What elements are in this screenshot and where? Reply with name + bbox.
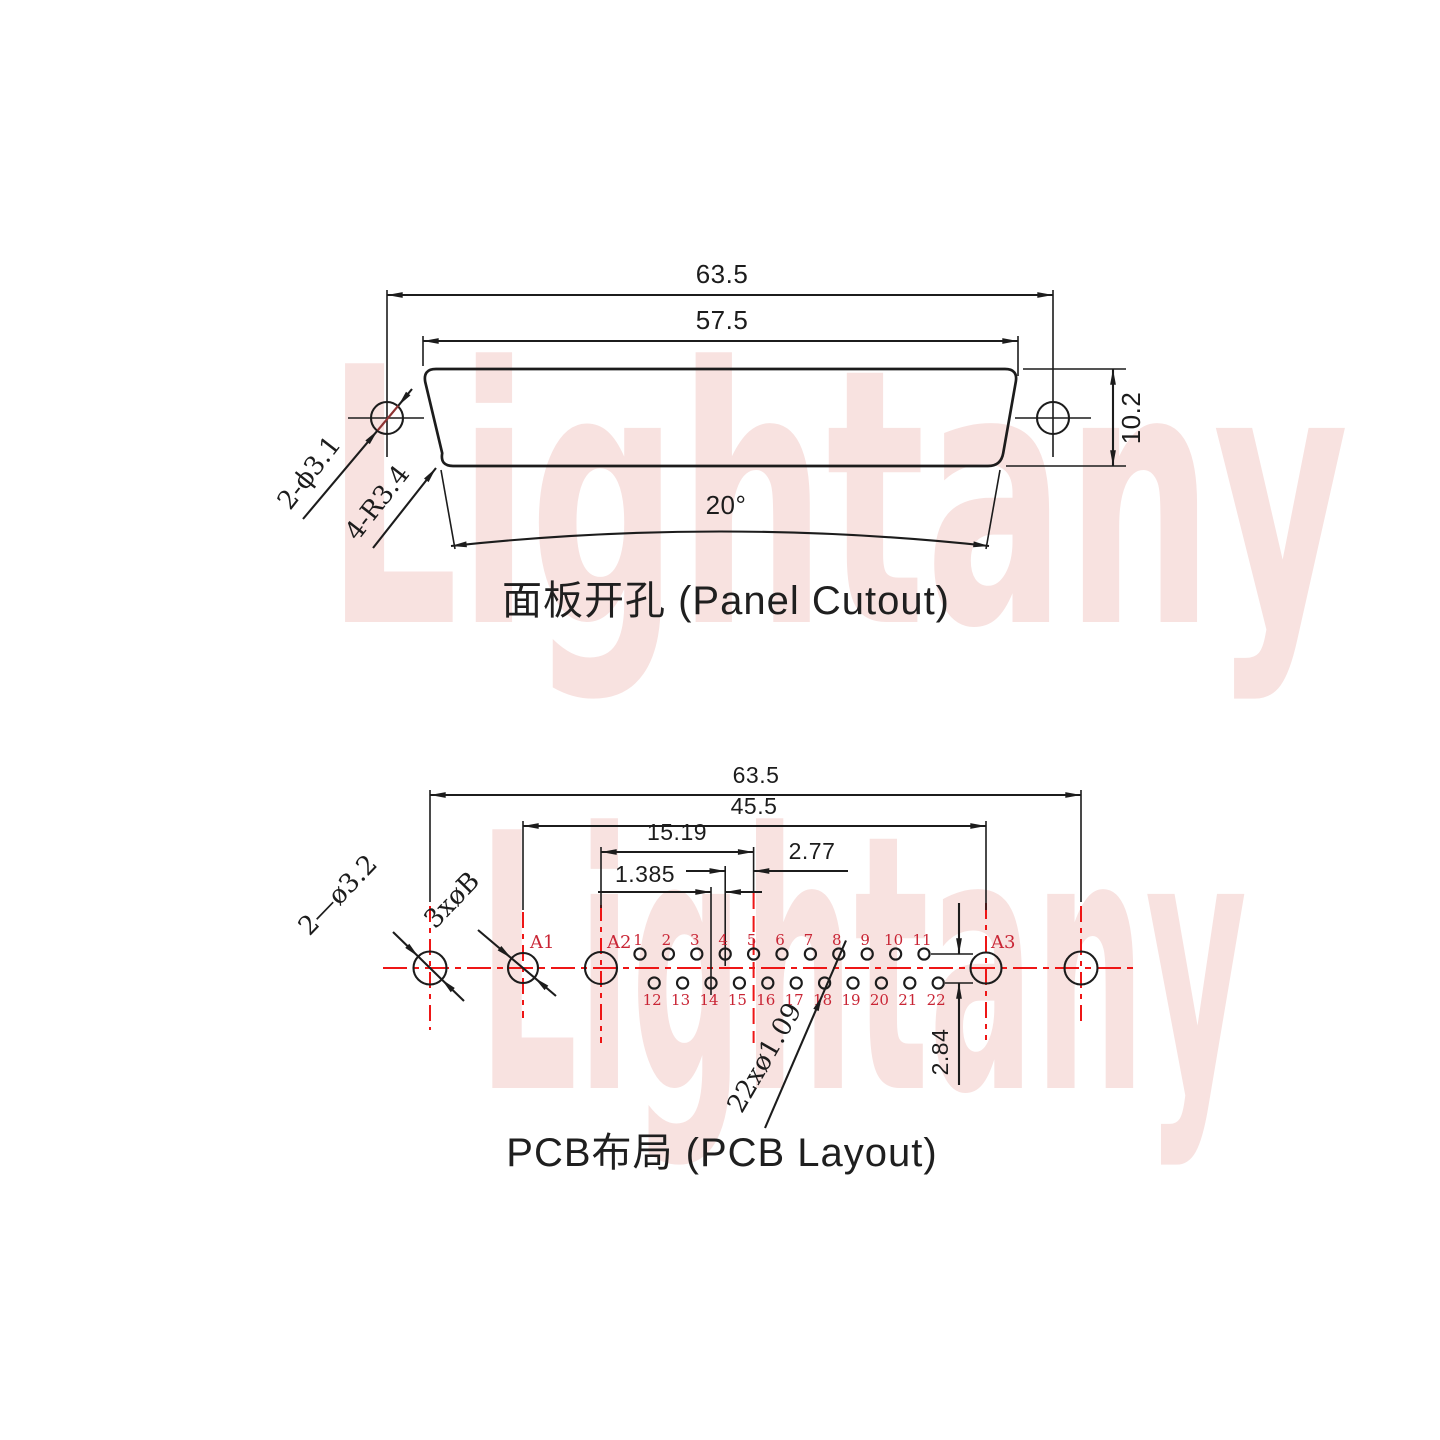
pcb-pin-number-11: 11 xyxy=(912,931,931,949)
pcb-pin-number-14: 14 xyxy=(699,991,718,1009)
pcb-pin-number-10: 10 xyxy=(884,931,903,949)
pcb-pin-hole-20 xyxy=(874,976,889,990)
pcb-pin-hole-3 xyxy=(690,947,704,961)
panel-dim-height: 10.2 xyxy=(1006,368,1146,467)
pcb-dim-overall-width-text: 63.5 xyxy=(733,762,780,788)
pcb-pin-hole-4 xyxy=(718,947,732,961)
pcb-pin-hole-16 xyxy=(761,976,775,990)
pcb-coax-hole-a3 xyxy=(969,951,1003,985)
panel-angle-text: 20° xyxy=(706,490,747,520)
coax-label-a1: A1 xyxy=(529,932,554,953)
pcb-pin-hole-2 xyxy=(661,947,676,961)
pcb-pin-hole-9 xyxy=(860,947,874,961)
pcb-pin-hole-12 xyxy=(647,976,661,990)
pcb-dim-pitch: 2.77 xyxy=(686,838,848,874)
pcb-pin-hole-1 xyxy=(633,947,647,961)
panel-cutout-outline xyxy=(423,367,1018,468)
pcb-layout-title: PCB布局 (PCB Layout) xyxy=(506,1131,937,1175)
panel-dim-overall-width: 63.5 xyxy=(386,259,1054,380)
pcb-dim-a2-pin5-text: 15.19 xyxy=(647,819,707,845)
pcb-pin-number-19: 19 xyxy=(841,991,860,1009)
pcb-centerlines xyxy=(383,893,1133,1043)
panel-dim-cutout-width-text: 57.5 xyxy=(696,305,749,335)
pcb-pin-number-20: 20 xyxy=(870,991,889,1009)
panel-dim-cutout-width: 57.5 xyxy=(422,305,1019,376)
pcb-pin-hole-15 xyxy=(732,976,747,990)
pcb-pin-hole-22 xyxy=(931,976,945,990)
pcb-coax-hole-a1 xyxy=(506,951,540,985)
pcb-dim-row-gap: 2.84 xyxy=(927,903,973,1085)
pcb-pin-hole-10 xyxy=(888,947,903,961)
watermark-top: Lightany xyxy=(326,292,1349,706)
pcb-pin-number-12: 12 xyxy=(643,991,662,1009)
pcb-pin-number-3: 3 xyxy=(690,931,700,949)
pcb-dim-row-gap-text: 2.84 xyxy=(927,1029,953,1076)
pcb-pin-number-5: 5 xyxy=(747,931,757,949)
pcb-mount-hole-right xyxy=(1063,950,1099,986)
pcb-pin-number-6: 6 xyxy=(775,931,785,949)
pcb-dim-row-offset-text: 1.385 xyxy=(615,861,675,887)
panel-mount-hole-right xyxy=(1015,380,1091,457)
panel-dim-height-text: 10.2 xyxy=(1116,392,1146,445)
pcb-pin-hole-11 xyxy=(917,947,931,961)
pcb-pin-number-22: 22 xyxy=(927,991,946,1009)
pcb-dim-coax-span-text: 45.5 xyxy=(731,793,778,819)
pcb-pin-hole-5 xyxy=(746,947,761,961)
pcb-dim-row-offset: 1.385 xyxy=(598,861,762,895)
coax-label-a2: A2 xyxy=(606,932,631,953)
pcb-pin-hole-7 xyxy=(803,947,818,961)
pcb-pin-hole-14 xyxy=(704,976,718,990)
pcb-pin-number-15: 15 xyxy=(728,991,747,1009)
pcb-dim-a2-pin5: 15.19 xyxy=(600,819,755,908)
pcb-mount-hole-callout-text: 2—ø3.2 xyxy=(293,849,384,941)
pcb-pin-hole-17 xyxy=(789,976,803,990)
watermark-text: Lightany xyxy=(326,292,1349,706)
pcb-pin-number-1: 1 xyxy=(633,931,643,949)
pcb-dim-overall-width: 63.5 xyxy=(429,762,1082,902)
watermark-bottom: Lightany xyxy=(478,758,1247,1172)
panel-angle-callout: 20° xyxy=(440,469,1001,550)
pcb-pin-number-4: 4 xyxy=(718,931,728,949)
pcb-pin-number-8: 8 xyxy=(832,931,842,949)
pcb-pin-hole-19 xyxy=(846,976,860,990)
pcb-coax-hole-a2 xyxy=(583,950,619,986)
pcb-pin-number-2: 2 xyxy=(662,931,672,949)
pcb-pin-hole-6 xyxy=(775,947,789,961)
pcb-pin-number-21: 21 xyxy=(898,991,917,1009)
pcb-pin-hole-21 xyxy=(903,976,917,990)
pcb-pin-number-13: 13 xyxy=(671,991,690,1009)
pcb-pin-hole-13 xyxy=(675,976,690,990)
pcb-dim-pitch-text: 2.77 xyxy=(789,838,836,864)
panel-cutout-title: 面板开孔 (Panel Cutout) xyxy=(502,579,950,623)
pcb-pin-number-7: 7 xyxy=(804,931,814,949)
pcb-pin-number-16: 16 xyxy=(756,991,775,1009)
panel-dim-overall-width-text: 63.5 xyxy=(696,259,749,289)
watermark-text: Lightany xyxy=(478,758,1247,1172)
pcb-pin-number-17: 17 xyxy=(785,991,804,1009)
pcb-coax-hole-callout-text: 3xøB xyxy=(419,866,486,934)
pcb-pin-number-9: 9 xyxy=(860,931,870,949)
pcb-dim-coax-span: 45.5 xyxy=(522,793,987,910)
coax-label-a3: A3 xyxy=(990,932,1015,953)
pcb-mount-hole-left xyxy=(412,950,448,986)
